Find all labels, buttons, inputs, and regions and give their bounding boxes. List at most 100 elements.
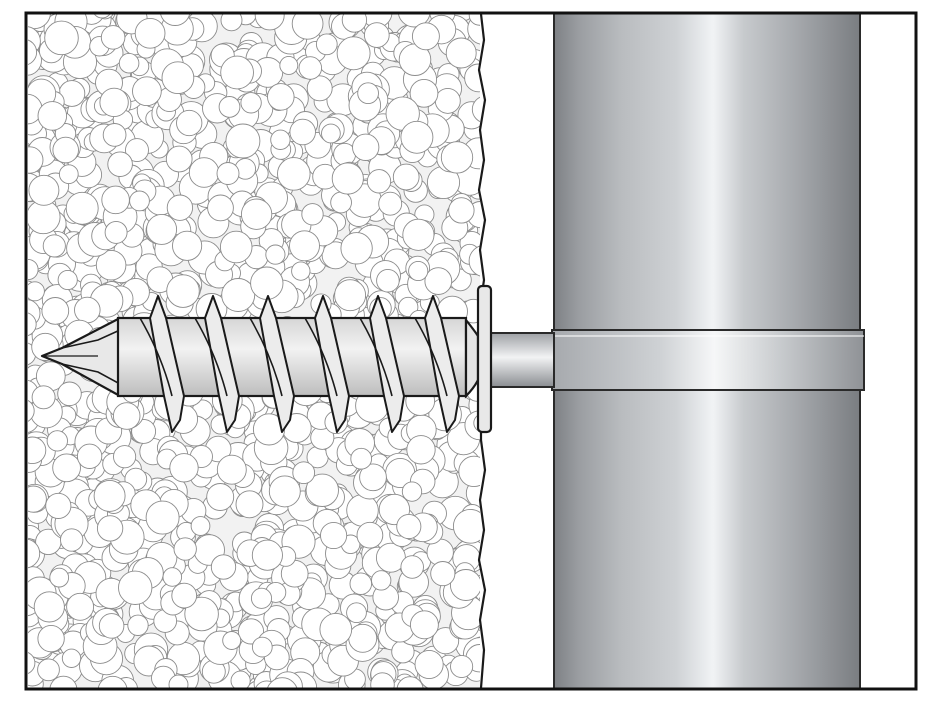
foam-bead (471, 96, 480, 123)
foam-bead (190, 516, 211, 536)
foam-bead (184, 596, 219, 632)
foam-bead (65, 191, 99, 225)
foam-bead (230, 670, 251, 688)
screw-thread-line (414, 317, 448, 397)
foam-bead (336, 36, 371, 71)
foam-bead (52, 453, 81, 483)
foam-bead (315, 33, 338, 56)
foam-bead (240, 198, 273, 230)
foam-bead (400, 555, 424, 579)
foam-bead (220, 14, 243, 32)
foam-bead (188, 157, 220, 188)
foam-bead (125, 138, 149, 163)
foam-bead (37, 658, 60, 682)
foam-bead (161, 61, 195, 95)
foam-bead (266, 677, 298, 688)
foam-bead (251, 539, 283, 571)
foam-bead (93, 14, 111, 19)
clamp-band (551, 329, 865, 391)
foam-bead (346, 602, 367, 624)
screw-thread-line (304, 317, 338, 397)
diagram-frame (24, 11, 918, 691)
foam-bead (44, 20, 79, 56)
foam-bead (424, 267, 453, 295)
foam-bead (306, 75, 333, 102)
foam-bead (52, 136, 79, 164)
foam-bead (366, 169, 392, 194)
foam-bead (132, 76, 162, 107)
screw-thread-line (359, 317, 393, 397)
screw-thread-flight (314, 295, 350, 433)
foam-bead (450, 654, 474, 679)
foam-bead (33, 591, 65, 623)
foam-bead (206, 483, 235, 511)
foam-bead (28, 258, 39, 281)
screw-thread-flight (259, 295, 295, 433)
foam-bead (357, 82, 379, 105)
foam-bead (464, 63, 480, 93)
foam-bead (254, 14, 285, 31)
foam-bead (160, 14, 191, 26)
foam-bead (28, 146, 44, 174)
screw-thread-flight (369, 295, 405, 433)
foam-bead (96, 515, 124, 542)
foam-bead (28, 312, 37, 337)
foam-bead (409, 610, 439, 640)
foam-bead (49, 567, 70, 588)
foam-bead (400, 120, 434, 154)
foam-bead (409, 78, 439, 108)
foam-bead (162, 567, 183, 587)
foam-bead (225, 123, 261, 159)
foam-bead (222, 631, 242, 650)
foam-bead (166, 194, 194, 221)
foam-bead (57, 269, 78, 291)
foam-bead (378, 191, 403, 216)
foam-bead (221, 278, 256, 312)
insulation-anchor-screw (40, 284, 493, 434)
foam-bead (440, 141, 474, 174)
foam-bead (268, 475, 301, 508)
foam-bead (392, 163, 420, 191)
foam-bead (240, 92, 262, 114)
foam-bead (104, 220, 128, 244)
screw-thread-flight (149, 295, 185, 433)
screw-tip-facet-top (61, 329, 121, 349)
foam-bead (37, 624, 65, 653)
foam-bead (458, 455, 480, 488)
foam-bead (371, 570, 392, 591)
foam-bead (330, 191, 352, 214)
foam-bead (251, 636, 273, 658)
foam-bead (61, 648, 82, 668)
foam-bead (414, 649, 444, 680)
foam-bead (74, 296, 101, 324)
foam-bead (219, 230, 253, 264)
foam-bead (270, 129, 291, 150)
screw-thread-line (249, 317, 283, 397)
foam-bead (100, 25, 126, 50)
foam-bead (46, 430, 68, 452)
foam-bead (112, 402, 141, 430)
foam-bead (292, 461, 316, 485)
foam-bead (28, 281, 45, 302)
foam-bead (289, 230, 320, 262)
foam-bead (76, 443, 103, 469)
foam-bead (28, 174, 60, 206)
foam-bead (430, 561, 456, 587)
foam-bead (134, 17, 166, 49)
foam-bead (216, 454, 247, 485)
foam-bead (41, 297, 70, 325)
foam-bead (28, 538, 41, 569)
foam-bead (356, 521, 384, 549)
foam-bead (279, 55, 299, 75)
foam-bead (396, 676, 424, 688)
foam-bead (445, 37, 477, 69)
foam-bead (216, 162, 240, 185)
screw-thread-line (139, 317, 173, 397)
foam-bead (28, 39, 38, 66)
foam-bead (118, 52, 140, 74)
foam-bead (210, 554, 237, 580)
foam-bead (97, 675, 128, 688)
foam-bead (291, 261, 311, 281)
foam-bead (411, 22, 440, 51)
